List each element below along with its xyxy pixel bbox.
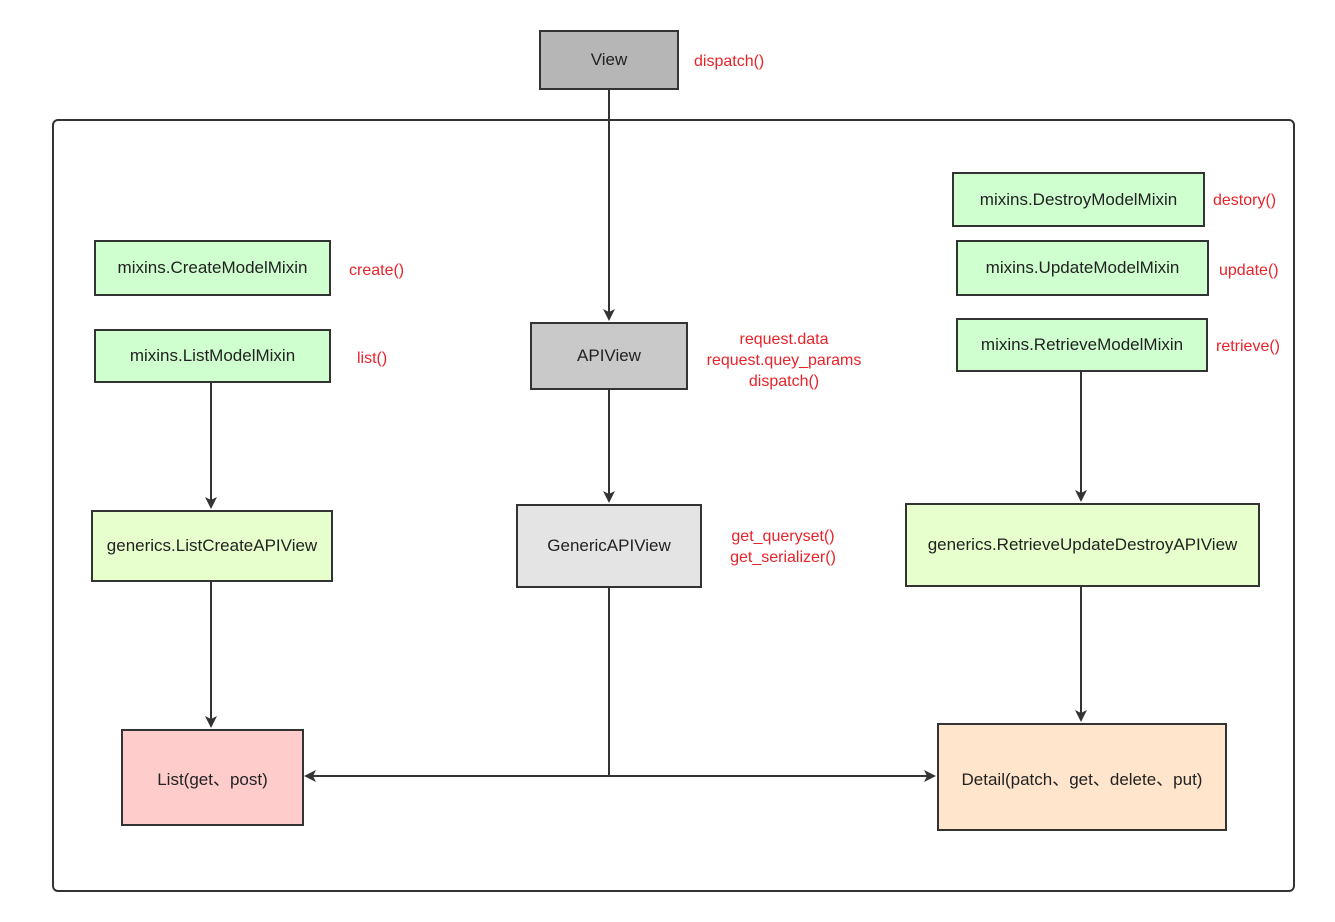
apiview-dispatch-note: dispatch() <box>748 373 820 390</box>
list-model-mixin-node: mixins.ListModelMixin <box>94 329 331 383</box>
apiview-node: APIView <box>530 322 688 390</box>
genericapiview-node: GenericAPIView <box>516 504 702 588</box>
create-note: create() <box>349 262 405 279</box>
detail-box-node: Detail(patch、get、delete、put) <box>937 723 1227 831</box>
request-data-note: request.data <box>739 331 829 348</box>
create-model-mixin-node: mixins.CreateModelMixin <box>94 240 331 296</box>
retrieve-update-destroy-apiview-node: generics.RetrieveUpdateDestroyAPIView <box>905 503 1260 587</box>
request-query-params-note: request.quey_params <box>706 352 862 369</box>
get-queryset-note: get_queryset() <box>731 528 835 545</box>
list-box-node: List(get、post) <box>121 729 304 826</box>
apiview-notes: request.data request.quey_params dispatc… <box>695 329 873 392</box>
destroy-note: destory() <box>1213 192 1277 209</box>
get-serializer-note: get_serializer() <box>730 549 836 566</box>
retrieve-note: retrieve() <box>1216 338 1281 355</box>
view-node: View <box>539 30 679 90</box>
update-note: update() <box>1219 262 1279 279</box>
list-create-apiview-node: generics.ListCreateAPIView <box>91 510 333 582</box>
retrieve-model-mixin-node: mixins.RetrieveModelMixin <box>956 318 1208 372</box>
destroy-model-mixin-node: mixins.DestroyModelMixin <box>952 172 1205 227</box>
container-frame <box>52 119 1295 892</box>
genericapiview-notes: get_queryset() get_serializer() <box>720 526 846 568</box>
list-note: list() <box>357 350 388 367</box>
update-model-mixin-node: mixins.UpdateModelMixin <box>956 240 1209 296</box>
view-dispatch-note: dispatch() <box>694 53 765 70</box>
